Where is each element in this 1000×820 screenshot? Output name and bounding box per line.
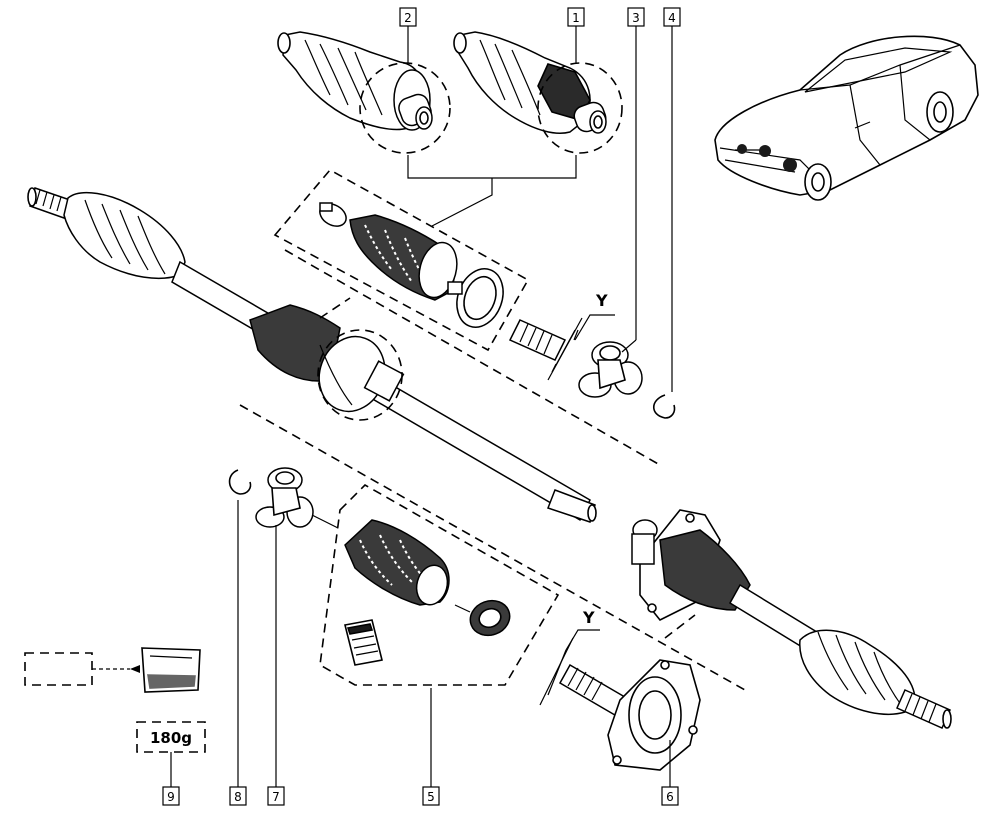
callout-3: 3 xyxy=(627,7,645,27)
grease-sachet-9 xyxy=(24,647,206,753)
inner-joint-assembly-1 xyxy=(453,31,623,154)
flange-stub-6 xyxy=(539,629,701,771)
callout-9: 9 xyxy=(162,786,180,806)
callout-5: 5 xyxy=(422,786,440,806)
inner-joint-assembly-2 xyxy=(277,31,451,154)
guide-line-upper xyxy=(284,249,661,466)
guide-line-lower xyxy=(239,404,746,691)
kit-bracket xyxy=(407,155,577,227)
tripod-spider-7 xyxy=(255,467,339,529)
circlip-4 xyxy=(652,394,676,419)
callout-4: 4 xyxy=(663,7,681,27)
svg-text:1: 1 xyxy=(572,11,580,25)
tripod-spider-3 xyxy=(578,341,643,398)
car-illustration xyxy=(714,35,979,201)
callout-8: 8 xyxy=(229,786,247,806)
callout-1: 1 xyxy=(567,7,585,27)
svg-text:8: 8 xyxy=(234,790,242,804)
callout-6: 6 xyxy=(661,786,679,806)
circlip-8 xyxy=(228,469,252,495)
left-driveshaft xyxy=(27,187,597,523)
grease-quantity-label: 180g xyxy=(150,729,192,747)
svg-text:6: 6 xyxy=(666,790,674,804)
dimension-y-lower: Y xyxy=(582,608,595,627)
boot-kit-5 xyxy=(319,484,560,686)
svg-text:3: 3 xyxy=(632,11,640,25)
tulip-stub-upper xyxy=(508,314,615,381)
callout-2: 2 xyxy=(399,7,417,27)
dimension-y-upper: Y xyxy=(595,291,608,310)
callout-leaders xyxy=(170,26,673,787)
boot-repair-kit xyxy=(273,168,530,352)
svg-text:7: 7 xyxy=(272,790,280,804)
right-driveshaft xyxy=(631,509,952,729)
callout-7: 7 xyxy=(267,786,285,806)
svg-text:5: 5 xyxy=(427,790,435,804)
svg-text:9: 9 xyxy=(167,790,175,804)
svg-text:4: 4 xyxy=(668,11,676,25)
svg-text:2: 2 xyxy=(404,11,412,25)
